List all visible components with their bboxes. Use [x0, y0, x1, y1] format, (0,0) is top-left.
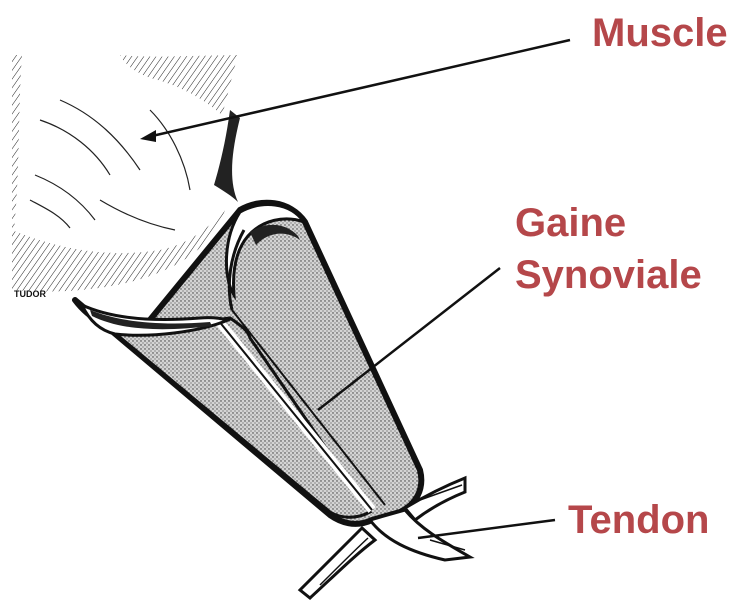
leader-line-tendon	[418, 520, 555, 538]
label-tendon: Tendon	[568, 497, 709, 543]
artist-signature: TUDOR	[14, 289, 46, 299]
label-gaine: Gaine	[515, 200, 626, 246]
label-synoviale: Synoviale	[515, 252, 702, 298]
label-muscle: Muscle	[592, 10, 728, 56]
